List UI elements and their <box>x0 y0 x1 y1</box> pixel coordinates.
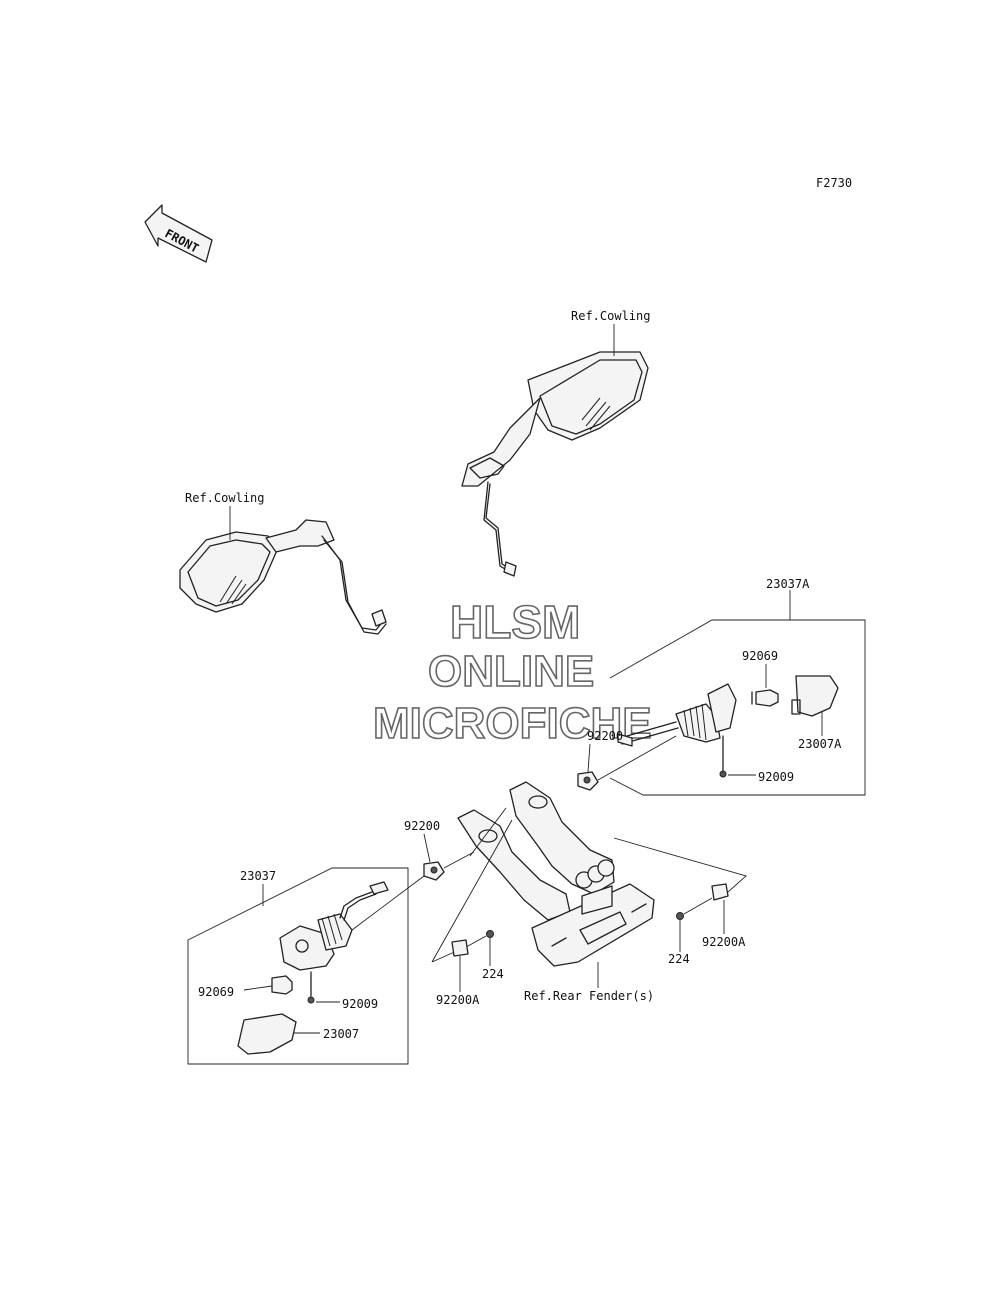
watermark-line2: ONLINE <box>428 647 594 696</box>
right-clip <box>711 883 729 901</box>
assembly-left-label: 23037 <box>240 869 276 883</box>
gasket-right-label: 92200 <box>587 729 623 743</box>
right-lens <box>791 675 839 717</box>
left-gasket <box>423 861 445 881</box>
assembly-right-label: 23037A <box>766 577 810 591</box>
left-bolt-axis <box>467 935 487 947</box>
lens-left-label: 23007 <box>323 1027 359 1041</box>
right-screw <box>719 735 727 778</box>
left-mirror <box>179 519 387 635</box>
bulb-left-leader <box>243 985 273 991</box>
bulb-right-label: 92069 <box>742 649 778 663</box>
right-bolt-axis <box>683 897 713 915</box>
front-arrow-icon: FRONT <box>144 204 213 263</box>
left-mount-axis <box>443 851 475 869</box>
left-clip <box>451 939 469 957</box>
right-turn-signal-body <box>617 683 737 747</box>
fender-clip-right-lines <box>613 837 747 893</box>
assembly-right-frame <box>609 619 866 796</box>
left-screw <box>307 971 315 1004</box>
fender-ref-leader-a <box>469 807 507 857</box>
right-bolt <box>676 912 684 920</box>
clip-right-label: 92200A <box>702 935 746 949</box>
fender-clip-left-lines <box>431 819 513 963</box>
screw-left-label: 92009 <box>342 997 378 1011</box>
watermark-line1: HLSM <box>450 596 580 648</box>
bulb-left-label: 92069 <box>198 985 234 999</box>
right-mirror <box>461 351 649 577</box>
lens-right-label: 23007A <box>798 737 842 751</box>
gasket-left-label: 92200 <box>404 819 440 833</box>
ref-cowling-left-label: Ref.Cowling <box>185 491 264 505</box>
ref-cowling-right-label: Ref.Cowling <box>571 309 650 323</box>
watermark-line3: MICROFICHE <box>373 699 652 748</box>
left-bulb <box>271 975 293 995</box>
left-turn-signal-body <box>279 875 425 971</box>
gasket-left-leader <box>423 833 431 863</box>
assembly-left-frame <box>187 867 409 1065</box>
figure-code: F2730 <box>816 176 852 190</box>
bolt-right-label: 224 <box>668 952 690 966</box>
left-lens <box>237 1013 297 1055</box>
screw-right-label: 92009 <box>758 770 794 784</box>
rear-fender-bracket <box>457 781 655 967</box>
ref-rear-fender-label: Ref.Rear Fender(s) <box>524 989 654 1003</box>
gasket-right-leader <box>587 743 591 773</box>
bolt-left-label: 224 <box>482 967 504 981</box>
right-mount-axis <box>597 735 677 781</box>
left-bolt <box>486 930 494 938</box>
right-gasket <box>577 771 599 791</box>
right-bulb <box>751 689 779 707</box>
clip-left-label: 92200A <box>436 993 480 1007</box>
